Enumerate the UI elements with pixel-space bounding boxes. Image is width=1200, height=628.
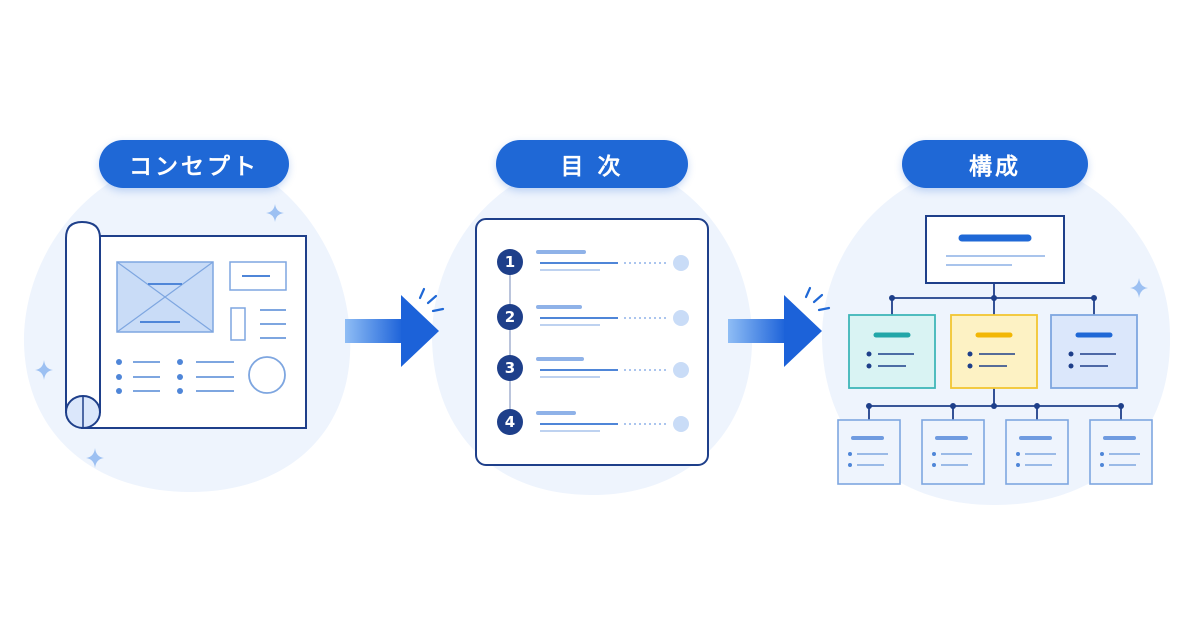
- toc-document-icon: [475, 218, 709, 466]
- arrow-right-icon: [728, 286, 831, 367]
- sparkle-icon: [266, 204, 284, 222]
- toc-number-4: 4: [505, 413, 515, 431]
- step-label-concept: コンセプト: [99, 140, 289, 188]
- step-label-toc: 目 次: [496, 140, 688, 188]
- sparkle-icon: [1130, 278, 1148, 298]
- toc-number-2: 2: [505, 308, 515, 326]
- toc-number-1: 1: [505, 253, 515, 271]
- sparkle-icon: [35, 360, 53, 380]
- arrow-right-icon: [345, 287, 445, 367]
- toc-number-3: 3: [505, 359, 515, 377]
- sparkle-icon: [86, 448, 104, 468]
- org-chart-icon: [837, 215, 1153, 485]
- blueprint-icon: [65, 220, 307, 429]
- step-label-structure: 構成: [902, 140, 1088, 188]
